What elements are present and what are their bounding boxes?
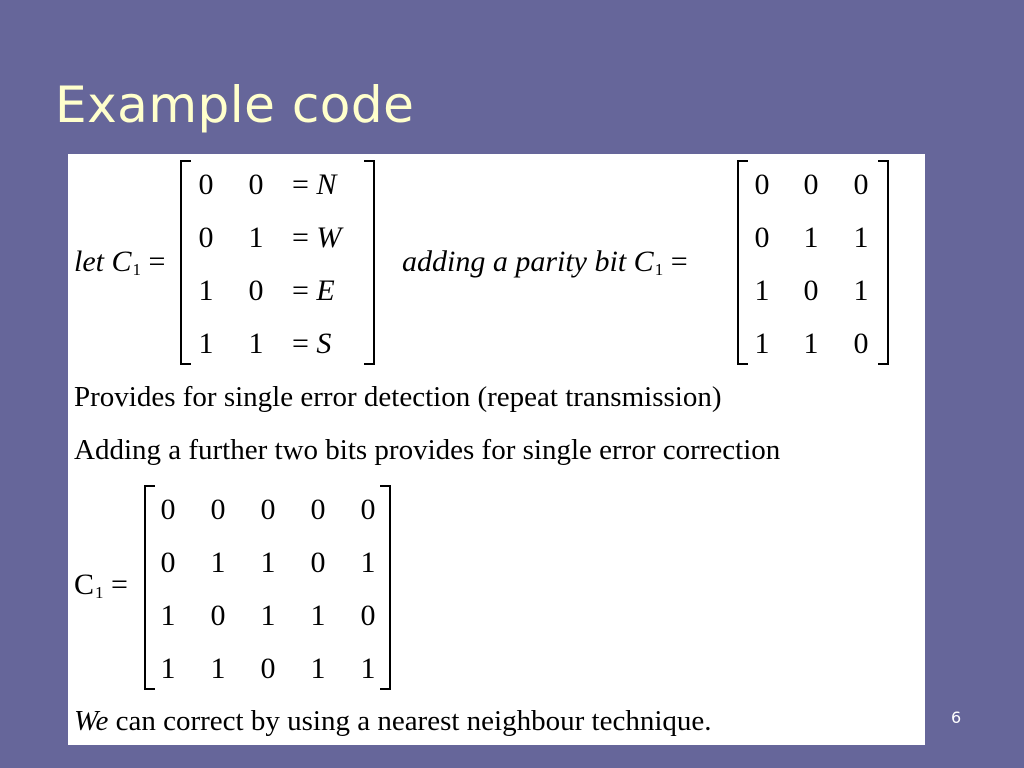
m1-cell: 0 [248,274,264,307]
m3-cell: 0 [310,546,326,579]
m3-cell: 1 [210,546,226,579]
m2-cell: 0 [803,168,819,201]
slide-title: Example code [55,76,415,134]
matrix1-label-var: C [111,245,132,278]
matrix1-label-sub: 1 [132,260,142,279]
m2-cell: 1 [754,327,770,360]
m3-cell: 0 [360,493,376,526]
matrix2-label-sub: 1 [654,260,664,279]
matrix3-label-eq: = [111,568,128,601]
m3-cell: 1 [260,546,276,579]
m1-cell: 0 [248,168,264,201]
m2-cell: 0 [754,221,770,254]
m3-cell: 0 [310,493,326,526]
matrix2-label-prefix: adding a parity bit [402,245,627,278]
m3-cell: 1 [160,599,176,632]
m3-cell: 1 [310,599,326,632]
m3-cell: 0 [210,493,226,526]
matrix1: 0 0 = N 0 1 = W 1 0 = E 1 1 = S [180,160,375,365]
matrix3-label-var: C [74,568,95,601]
m1-cell: 1 [248,327,264,360]
m2-cell: 1 [853,221,869,254]
m1-bracket-left [180,160,191,365]
matrix3: 0 0 0 0 0 0 1 1 0 1 1 0 1 1 0 1 1 0 1 1 [144,485,391,690]
m1-cell: 0 [198,168,214,201]
m1-cell: = E [292,274,335,307]
m1-cell: = N [292,168,337,201]
m3-bracket-left [144,485,155,690]
m3-cell: 1 [260,599,276,632]
m2-cell: 0 [853,327,869,360]
technique-text: We can correct by using a nearest neighb… [74,706,712,736]
m3-cell: 1 [360,652,376,685]
matrix2-label: adding a parity bit C1 = [402,247,688,285]
m1-cell: = W [292,221,342,254]
m1-cell: 1 [198,274,214,307]
m3-cell: 0 [260,652,276,685]
m2-cell: 0 [754,168,770,201]
m2-bracket-right [878,160,889,365]
m3-cell: 0 [210,599,226,632]
matrix2-label-var: C [633,245,654,278]
matrix3-label: C1 = [74,570,128,608]
m2-cell: 0 [803,274,819,307]
m2-cell: 1 [853,274,869,307]
m1-cell: 0 [198,221,214,254]
m2-cell: 1 [803,327,819,360]
m3-cell: 0 [260,493,276,526]
m3-cell: 1 [210,652,226,685]
m2-cell: 1 [803,221,819,254]
technique-text-rest: can correct by using a nearest neighbour… [115,705,712,737]
correction-text: Adding a further two bits provides for s… [74,434,781,466]
m1-cell: 1 [198,327,214,360]
m1-cell: 1 [248,221,264,254]
m1-bracket-right [364,160,375,365]
m1-cell: = S [292,327,332,360]
detection-text: Provides for single error detection (rep… [74,381,722,413]
m3-bracket-right [380,485,391,690]
m3-cell: 0 [160,493,176,526]
m3-cell: 1 [160,652,176,685]
matrix2-label-eq: = [670,245,688,278]
m3-cell: 0 [360,599,376,632]
m2-cell: 1 [754,274,770,307]
matrix1-label-prefix: let [74,245,104,278]
m3-cell: 1 [310,652,326,685]
m2-bracket-left [737,160,748,365]
matrix1-label: let C1 = [74,247,165,285]
technique-text-italic: We [74,705,109,737]
page-number: 6 [951,708,962,727]
m3-cell: 0 [160,546,176,579]
matrix1-label-eq: = [148,245,166,278]
matrix3-label-sub: 1 [95,583,104,602]
m2-cell: 0 [853,168,869,201]
m3-cell: 1 [360,546,376,579]
